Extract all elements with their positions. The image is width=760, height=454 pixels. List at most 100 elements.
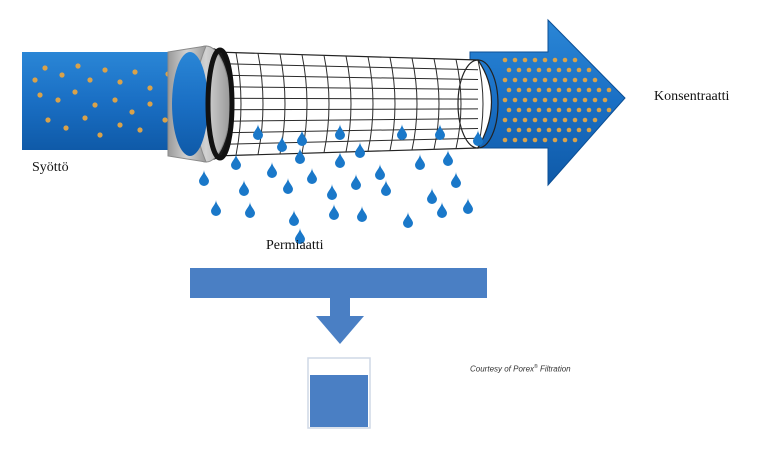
particle-dot — [522, 137, 528, 143]
particle-dot — [576, 87, 582, 93]
particle-dot — [532, 57, 538, 63]
particle-dot — [536, 107, 542, 113]
particle-dot — [117, 79, 123, 85]
water-droplet-icon — [307, 168, 317, 184]
water-droplet-icon — [351, 174, 361, 190]
particle-dot — [552, 97, 558, 103]
particle-dot — [542, 77, 548, 83]
particle-dot — [602, 97, 608, 103]
particle-dot — [42, 65, 48, 71]
particle-dot — [129, 109, 135, 115]
particle-dot — [562, 57, 568, 63]
particle-dot — [532, 117, 538, 123]
particle-dot — [546, 67, 552, 73]
particle-dot — [147, 101, 153, 107]
particle-dot — [546, 107, 552, 113]
water-droplet-icon — [239, 180, 249, 196]
particle-dot — [522, 97, 528, 103]
particle-dot — [592, 77, 598, 83]
particle-dot — [512, 117, 518, 123]
particle-dot — [552, 77, 558, 83]
particle-dot — [132, 69, 138, 75]
particle-dot — [532, 137, 538, 143]
particle-dot — [502, 117, 508, 123]
particle-dot — [63, 125, 69, 131]
water-droplet-icon — [335, 152, 345, 168]
membrane-axial-line — [213, 97, 479, 100]
particle-dot — [572, 137, 578, 143]
particle-dot — [32, 77, 38, 83]
particle-dot — [526, 127, 532, 133]
water-droplet-icon — [415, 154, 425, 170]
particle-dot — [516, 127, 522, 133]
particle-dot — [572, 57, 578, 63]
particle-dot — [552, 117, 558, 123]
membrane-axial-line — [213, 63, 479, 71]
particle-dot — [117, 122, 123, 128]
particle-dot — [542, 97, 548, 103]
water-droplet-icon — [267, 162, 277, 178]
particle-dot — [552, 57, 558, 63]
water-droplet-icon — [375, 164, 385, 180]
particle-dot — [576, 127, 582, 133]
particle-dot — [562, 137, 568, 143]
membrane-cylinder-icon — [167, 45, 499, 163]
particle-dot — [526, 107, 532, 113]
particle-dot — [586, 107, 592, 113]
particle-dot — [566, 87, 572, 93]
particle-dot — [586, 127, 592, 133]
water-droplet-icon — [211, 200, 221, 216]
particle-dot — [572, 77, 578, 83]
particle-dot — [516, 67, 522, 73]
particle-dot — [536, 87, 542, 93]
particle-dot — [512, 57, 518, 63]
water-droplet-icon — [199, 170, 209, 186]
particle-dot — [87, 77, 93, 83]
particle-dot — [512, 137, 518, 143]
particle-dot — [582, 97, 588, 103]
membrane-ring-line — [323, 55, 330, 153]
particle-dot — [55, 97, 61, 103]
particle-dot — [552, 137, 558, 143]
particle-dot — [506, 107, 512, 113]
particle-dot — [526, 87, 532, 93]
membrane-ring-line — [389, 57, 396, 151]
permeate-label: Permiaatti — [266, 238, 324, 253]
feed-label: Syöttö — [32, 160, 69, 175]
particle-dot — [532, 97, 538, 103]
particle-dot — [572, 97, 578, 103]
particle-dot — [102, 67, 108, 73]
membrane-ring-line — [257, 53, 264, 155]
particle-dot — [502, 97, 508, 103]
particle-dot — [596, 107, 602, 113]
particle-dot — [556, 107, 562, 113]
particle-dot — [82, 115, 88, 121]
particle-dot — [562, 117, 568, 123]
particle-dot — [592, 97, 598, 103]
particle-dot — [562, 77, 568, 83]
beaker-icon — [307, 357, 371, 429]
particle-dot — [162, 117, 168, 123]
membrane-ring-line — [235, 52, 242, 156]
particle-dot — [536, 127, 542, 133]
particle-dot — [576, 67, 582, 73]
particle-dot — [556, 87, 562, 93]
particle-dot — [546, 127, 552, 133]
particle-dot — [592, 117, 598, 123]
particle-dot — [536, 67, 542, 73]
water-droplet-icon — [231, 154, 241, 170]
particle-dot — [566, 127, 572, 133]
particle-dot — [506, 67, 512, 73]
particle-dot — [566, 67, 572, 73]
particle-dot — [137, 127, 143, 133]
particle-dot — [586, 67, 592, 73]
particle-dot — [45, 117, 51, 123]
particle-dot — [502, 137, 508, 143]
particle-dot — [506, 127, 512, 133]
water-droplet-icon — [451, 172, 461, 188]
water-droplet-icon — [443, 150, 453, 166]
membrane-ring-line — [345, 55, 352, 153]
particle-dot — [92, 102, 98, 108]
particle-dot — [572, 117, 578, 123]
